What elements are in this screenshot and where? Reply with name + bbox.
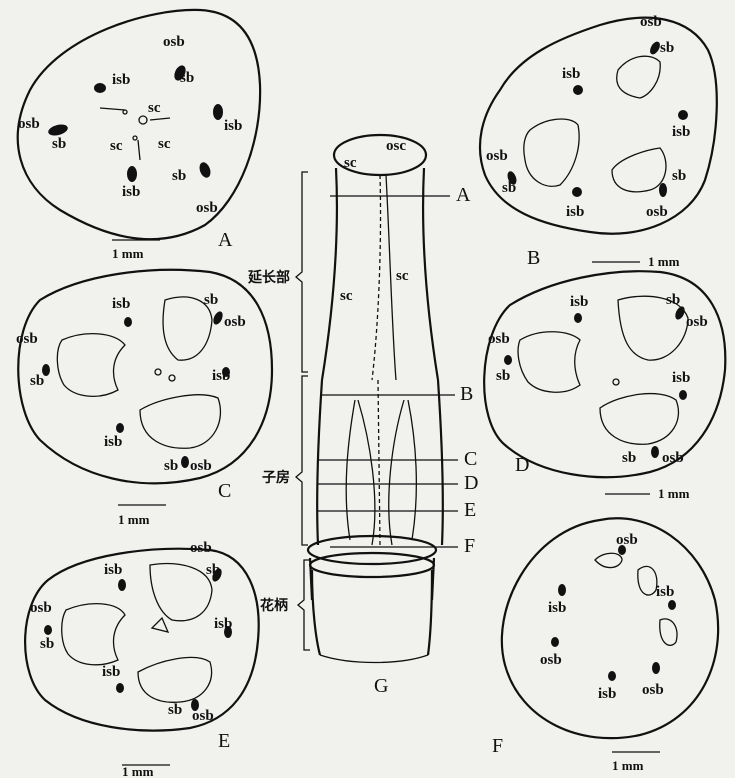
scale-label: 1 mm (648, 254, 680, 269)
sb-label: sb (172, 168, 186, 184)
osb-label: osb (190, 458, 212, 474)
sb-label: sb (206, 562, 220, 578)
isb-label: isb (548, 600, 566, 616)
isb-label: isb (212, 368, 230, 384)
sb-label: sb (52, 136, 66, 152)
isb-label: isb (598, 686, 616, 702)
osb-label: osb (163, 34, 185, 50)
isb-label: isb (672, 370, 690, 386)
panel-b-label: B (527, 247, 540, 269)
sb-label: sb (204, 292, 218, 308)
isb-label: isb (224, 118, 242, 134)
cut-label-f: F (464, 535, 475, 557)
sc-label: sc (396, 268, 409, 284)
cut-label-e: E (464, 499, 476, 521)
panel-e-cross-section: osb isb sb osb sb isb isb sb osb 1 mm E (25, 540, 259, 778)
scale-label: 1 mm (612, 758, 644, 773)
cut-label-b: B (460, 383, 473, 405)
osb-label: osb (642, 682, 664, 698)
panel-b-cross-section: osb sb isb isb osb sb isb sb osb 1 mm B (480, 14, 717, 269)
osb-label: osb (486, 148, 508, 164)
sb-label: sb (666, 292, 680, 308)
sc-label: sc (158, 136, 171, 152)
sb-label: sb (660, 40, 674, 56)
region-label-ovary: 子房 (262, 469, 290, 486)
panel-c-cross-section: isb sb osb osb sb isb isb sb osb 1 mm C (16, 270, 272, 527)
isb-label: isb (656, 584, 674, 600)
sb-label: sb (622, 450, 636, 466)
osc-label: osc (386, 138, 406, 154)
panel-g-label: G (374, 675, 388, 697)
osb-label: osb (190, 540, 212, 556)
sb-label: sb (502, 180, 516, 196)
sc-label: sc (110, 138, 123, 154)
sb-label: sb (168, 702, 182, 718)
osb-label: osb (640, 14, 662, 30)
osb-label: osb (662, 450, 684, 466)
panel-d-label: D (515, 454, 529, 476)
cut-label-a: A (456, 184, 471, 206)
osb-label: osb (686, 314, 708, 330)
isb-label: isb (122, 184, 140, 200)
sb-label: sb (180, 70, 194, 86)
osb-label: osb (192, 708, 214, 724)
cut-label-d: D (464, 472, 478, 494)
osb-label: osb (18, 116, 40, 132)
isb-label: isb (112, 72, 130, 88)
sc-label: sc (340, 288, 353, 304)
panel-d-cross-section: isb sb osb osb sb isb sb osb 1 mm D (484, 271, 725, 501)
isb-label: isb (562, 66, 580, 82)
panel-f-label: F (492, 735, 503, 757)
osb-label: osb (30, 600, 52, 616)
scale-label: 1 mm (658, 486, 690, 501)
isb-label: isb (566, 204, 584, 220)
scale-label: 1 mm (112, 246, 144, 261)
scale-label: 1 mm (122, 764, 154, 778)
sb-label: sb (30, 373, 44, 389)
isb-label: isb (112, 296, 130, 312)
panel-g-longitudinal-view: osc sc sc sc A B C D (247, 135, 478, 697)
panel-f-cross-section: osb isb isb osb isb osb 1 mm F (492, 518, 718, 773)
panel-a-label: A (218, 229, 233, 251)
osb-label: osb (488, 331, 510, 347)
sb-label: sb (164, 458, 178, 474)
isb-label: isb (102, 664, 120, 680)
region-label-extension: 延长部 (247, 269, 290, 286)
isb-label: isb (672, 124, 690, 140)
panel-a-cross-section: osb sb isb sc isb osb sb sc sc sb isb os… (18, 10, 260, 261)
sc-label: sc (148, 100, 161, 116)
panel-e-label: E (218, 730, 230, 752)
sb-label: sb (40, 636, 54, 652)
panel-c-label: C (218, 480, 231, 502)
sb-label: sb (672, 168, 686, 184)
osb-label: osb (224, 314, 246, 330)
sc-label: sc (344, 155, 357, 171)
osb-label: osb (646, 204, 668, 220)
isb-label: isb (214, 616, 232, 632)
cut-label-c: C (464, 448, 477, 470)
scale-label: 1 mm (118, 512, 150, 527)
isb-label: isb (104, 434, 122, 450)
osb-label: osb (540, 652, 562, 668)
region-label-pedicel: 花柄 (260, 597, 288, 614)
osb-label: osb (616, 532, 638, 548)
sb-label: sb (496, 368, 510, 384)
isb-label: isb (104, 562, 122, 578)
osb-label: osb (16, 331, 38, 347)
isb-label: isb (570, 294, 588, 310)
osb-label: osb (196, 200, 218, 216)
